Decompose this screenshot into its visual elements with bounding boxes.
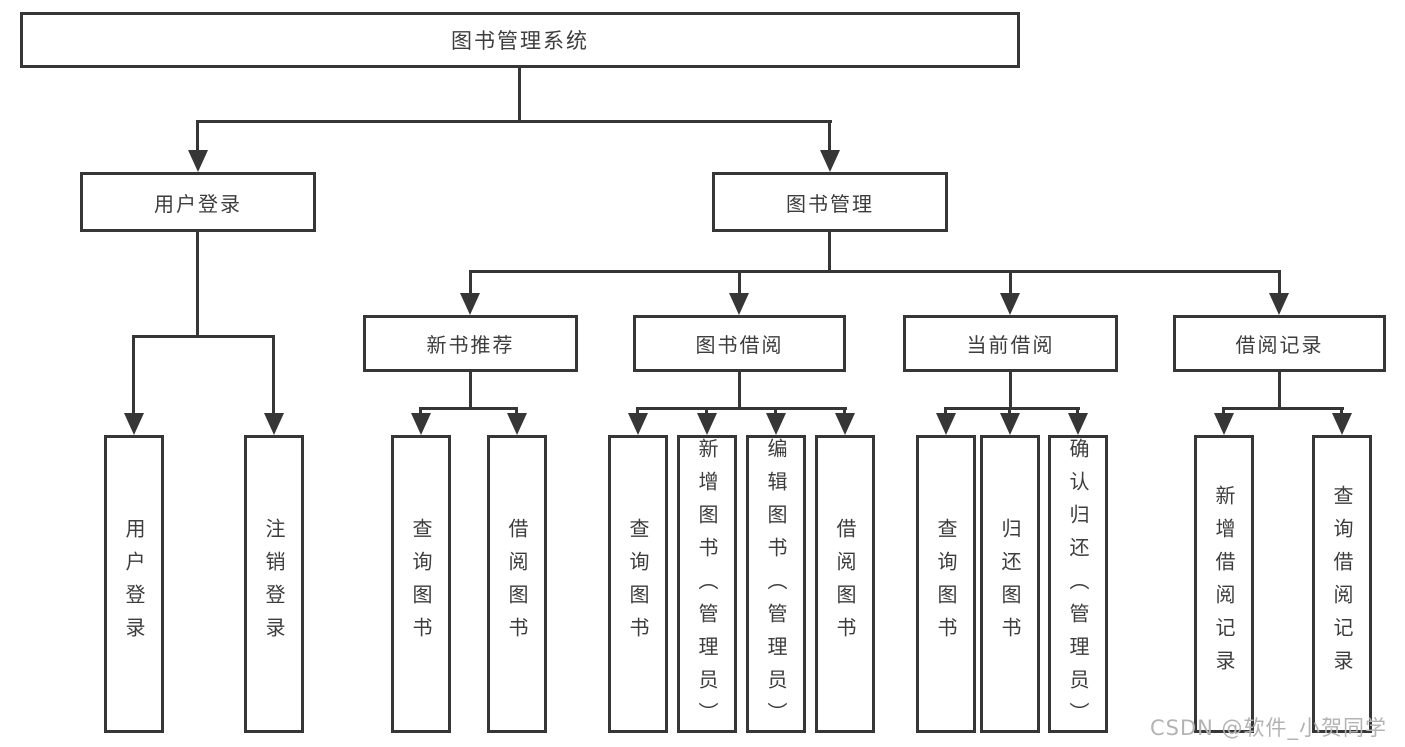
connector-bookmgmt-drop-4 bbox=[1278, 270, 1281, 296]
csdn-watermark: CSDN @软件_小贺同学 bbox=[1150, 716, 1388, 740]
leaf-logout: 注销登录 bbox=[244, 435, 304, 733]
leaf-borrow-books-recommend: 借阅图书 bbox=[487, 435, 547, 733]
arrow-down-icon bbox=[835, 413, 855, 435]
leaf-add-books-admin: 新增图书（管理员） bbox=[677, 435, 737, 735]
connector-g0-stem bbox=[469, 372, 472, 407]
arrow-down-icon bbox=[1068, 413, 1088, 435]
connector-g0-crossbar bbox=[419, 407, 518, 410]
leaf-query-books-current: 查询图书 bbox=[916, 435, 976, 733]
arrow-down-icon bbox=[411, 413, 431, 435]
node-user-login: 用户登录 bbox=[80, 172, 316, 232]
connector-g1-stem bbox=[738, 372, 741, 407]
connector-userlogin-stem bbox=[196, 232, 199, 335]
node-book-borrow: 图书借阅 bbox=[633, 315, 846, 372]
connector-userlogin-drop-right bbox=[272, 335, 275, 415]
leaf-return-books: 归还图书 bbox=[980, 435, 1040, 733]
connector-root-drop-left bbox=[196, 120, 199, 156]
connector-bookmgmt-drop-3 bbox=[1009, 270, 1012, 296]
connector-userlogin-crossbar bbox=[132, 335, 275, 338]
leaf-query-borrow-record: 查询借阅记录 bbox=[1312, 435, 1372, 733]
arrow-down-icon bbox=[264, 413, 284, 435]
arrow-down-icon bbox=[507, 413, 527, 435]
arrow-down-icon bbox=[1214, 413, 1234, 435]
node-current-borrow: 当前借阅 bbox=[903, 315, 1118, 372]
leaf-user-login: 用户登录 bbox=[104, 435, 164, 733]
leaf-edit-books-admin: 编辑图书（管理员） bbox=[746, 435, 806, 735]
connector-g3-stem bbox=[1278, 372, 1281, 407]
arrow-down-icon bbox=[729, 293, 749, 315]
node-borrow-records: 借阅记录 bbox=[1173, 315, 1386, 372]
connector-root-drop-right bbox=[828, 120, 831, 156]
leaf-query-books-recommend: 查询图书 bbox=[391, 435, 451, 733]
arrow-down-icon bbox=[460, 293, 480, 315]
connector-g1-crossbar bbox=[636, 407, 847, 410]
connector-bookmgmt-stem bbox=[828, 232, 831, 270]
connector-bookmgmt-crossbar bbox=[469, 270, 1281, 273]
arrow-down-icon bbox=[1269, 293, 1289, 315]
connector-g2-stem bbox=[1009, 372, 1012, 407]
arrow-down-icon bbox=[188, 150, 208, 172]
arrow-down-icon bbox=[766, 413, 786, 435]
arrow-down-icon bbox=[1332, 413, 1352, 435]
node-new-book-recommend: 新书推荐 bbox=[363, 315, 578, 372]
node-book-management: 图书管理 bbox=[712, 172, 948, 232]
leaf-confirm-return-admin: 确认归还（管理员） bbox=[1048, 435, 1108, 735]
arrow-down-icon bbox=[820, 150, 840, 172]
connector-bookmgmt-drop-1 bbox=[469, 270, 472, 296]
connector-g3-crossbar bbox=[1222, 407, 1344, 410]
leaf-query-books-borrow: 查询图书 bbox=[608, 435, 668, 733]
arrow-down-icon bbox=[697, 413, 717, 435]
connector-root-stem bbox=[518, 68, 521, 120]
arrow-down-icon bbox=[1000, 293, 1020, 315]
arrow-down-icon bbox=[936, 413, 956, 435]
arrow-down-icon bbox=[1000, 413, 1020, 435]
connector-bookmgmt-drop-2 bbox=[738, 270, 741, 296]
arrow-down-icon bbox=[124, 413, 144, 435]
arrow-down-icon bbox=[628, 413, 648, 435]
leaf-add-borrow-record: 新增借阅记录 bbox=[1194, 435, 1254, 733]
node-library-system: 图书管理系统 bbox=[20, 12, 1020, 68]
connector-root-crossbar bbox=[196, 120, 832, 123]
leaf-borrow-books: 借阅图书 bbox=[815, 435, 875, 733]
connector-userlogin-drop-left bbox=[132, 335, 135, 415]
connector-g2-crossbar bbox=[944, 407, 1080, 410]
